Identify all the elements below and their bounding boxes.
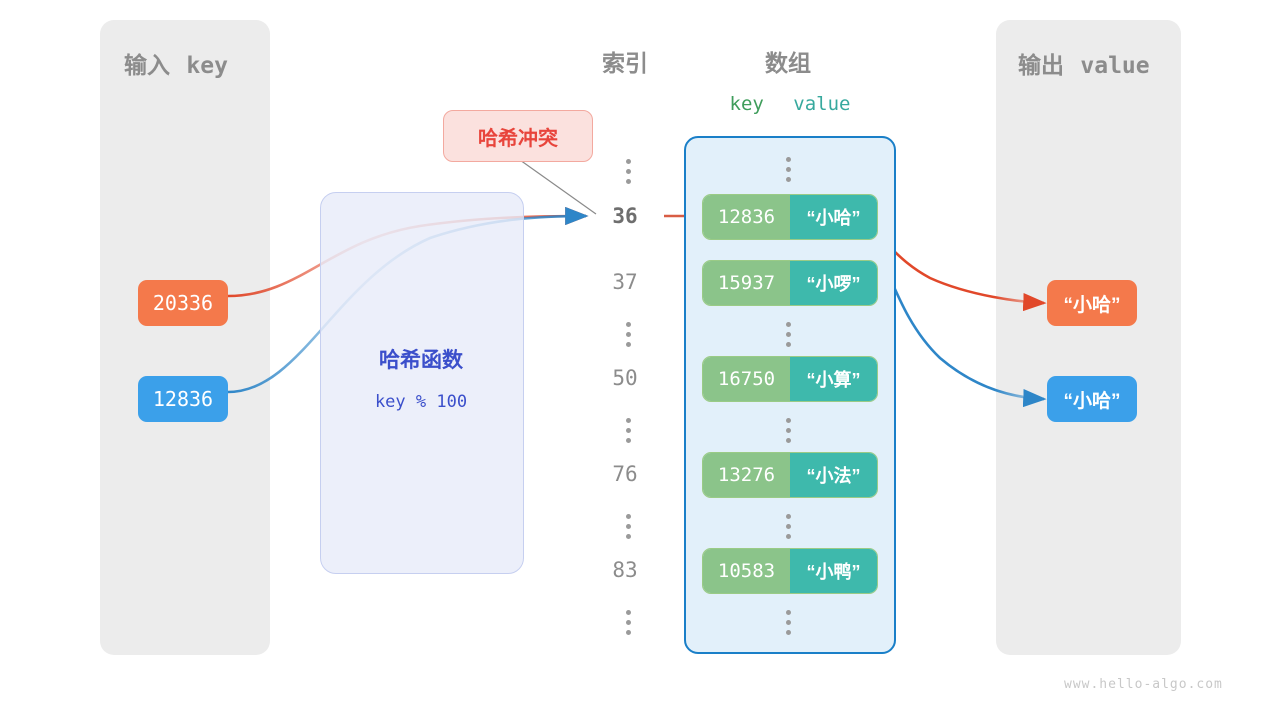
- index-ellipsis-1: [621, 322, 635, 347]
- array-ellipsis-2: [781, 418, 795, 443]
- input-key-20336-label: 20336: [152, 291, 214, 315]
- output-value-blue: “小哈”: [1047, 376, 1137, 422]
- output-value-blue-label: “小哈”: [1063, 390, 1121, 412]
- index-row-83: 83: [612, 558, 638, 582]
- key-header-label: key: [729, 93, 764, 115]
- array-entry-50-key: 16750: [703, 357, 790, 401]
- index-column-header: 索引: [602, 50, 648, 76]
- output-panel-title: 输出 value: [1018, 46, 1150, 80]
- input-panel-title-cn: 输入: [124, 52, 170, 78]
- input-key-20336: 20336: [138, 280, 228, 326]
- input-panel-title-mono: key: [186, 53, 228, 79]
- array-entry-36: 12836 “小哈”: [702, 194, 878, 240]
- key-value-header: key value: [684, 93, 896, 115]
- array-entry-83-key: 10583: [703, 549, 790, 593]
- array-column-header: 数组: [765, 50, 811, 76]
- input-key-12836-label: 12836: [152, 387, 214, 411]
- index-row-50: 50: [612, 366, 638, 390]
- array-entry-37-value: “小啰”: [790, 261, 877, 305]
- hash-function-formula: key % 100: [374, 392, 468, 412]
- index-row-36: 36: [612, 204, 638, 228]
- output-value-orange-label: “小哈”: [1063, 294, 1121, 316]
- index-row-37: 37: [612, 270, 638, 294]
- array-ellipsis-3: [781, 514, 795, 539]
- array-entry-37: 15937 “小啰”: [702, 260, 878, 306]
- hash-function-title: 哈希函数: [379, 349, 463, 372]
- index-ellipsis-2: [621, 418, 635, 443]
- array-entry-36-key: 12836: [703, 195, 790, 239]
- collision-label: 哈希冲突: [478, 127, 558, 150]
- array-entry-50-value: “小算”: [790, 357, 877, 401]
- watermark: www.hello-algo.com: [1064, 677, 1223, 692]
- array-entry-76-key: 13276: [703, 453, 790, 497]
- input-panel-title: 输入 key: [124, 46, 228, 80]
- output-value-orange: “小哈”: [1047, 280, 1137, 326]
- array-ellipsis-1: [781, 322, 795, 347]
- array-entry-50: 16750 “小算”: [702, 356, 878, 402]
- index-ellipsis-4: [621, 610, 635, 635]
- output-panel: [996, 20, 1181, 655]
- array-entry-76-value: “小法”: [790, 453, 877, 497]
- array-entry-36-value: “小哈”: [790, 195, 877, 239]
- index-ellipsis-0: [621, 159, 635, 184]
- array-ellipsis-4: [781, 610, 795, 635]
- array-ellipsis-0: [781, 157, 795, 182]
- array-entry-76: 13276 “小法”: [702, 452, 878, 498]
- value-header-label: value: [793, 93, 851, 115]
- array-entry-37-key: 15937: [703, 261, 790, 305]
- hash-function-box: [320, 192, 524, 574]
- input-panel: [100, 20, 270, 655]
- index-row-76: 76: [612, 462, 638, 486]
- input-key-12836: 12836: [138, 376, 228, 422]
- array-entry-83-value: “小鸭”: [790, 549, 877, 593]
- output-panel-title-cn: 输出: [1018, 52, 1064, 78]
- collision-callout: 哈希冲突: [443, 110, 593, 162]
- index-ellipsis-3: [621, 514, 635, 539]
- array-entry-83: 10583 “小鸭”: [702, 548, 878, 594]
- output-panel-title-mono: value: [1080, 53, 1150, 79]
